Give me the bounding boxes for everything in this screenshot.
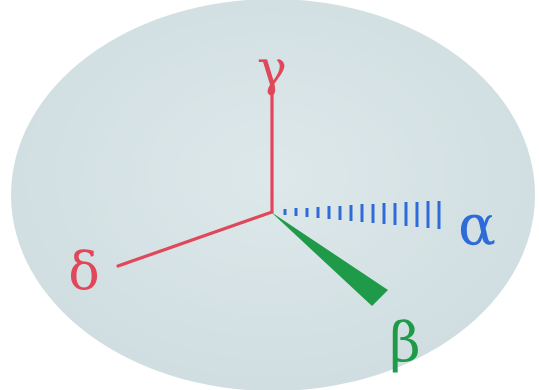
alpha-label: α bbox=[458, 194, 496, 259]
beta-label: β bbox=[389, 311, 420, 374]
gamma-label: γ bbox=[257, 39, 287, 97]
beta-wedge-bond bbox=[271, 212, 388, 306]
delta-label: δ bbox=[68, 243, 99, 303]
delta-bond bbox=[116, 210, 274, 268]
alpha-hashed-wedge-bond bbox=[283, 201, 441, 229]
